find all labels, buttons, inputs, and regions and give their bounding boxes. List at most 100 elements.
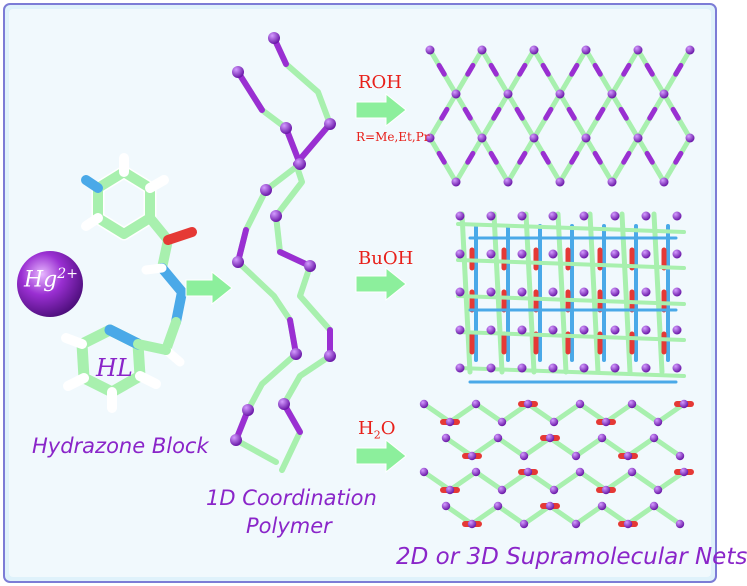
net-metal-node bbox=[601, 417, 611, 427]
ligand-molecule bbox=[61, 153, 197, 413]
net-metal-node bbox=[679, 399, 689, 409]
lower-pyridine-ring bbox=[61, 324, 171, 413]
net-bond bbox=[456, 258, 686, 270]
net-metal-node bbox=[477, 45, 487, 55]
net-metal-node bbox=[610, 287, 620, 297]
net-metal-node bbox=[451, 177, 461, 187]
net-metal-node bbox=[517, 211, 527, 221]
net-metal-node bbox=[610, 249, 620, 259]
net-bond bbox=[647, 106, 658, 121]
hg-symbol: Hg bbox=[24, 267, 58, 293]
net-bond bbox=[673, 62, 684, 77]
net-metal-node bbox=[627, 467, 637, 477]
net-metal-node bbox=[445, 485, 455, 495]
net-metal-node bbox=[467, 451, 477, 461]
net-metal-node bbox=[649, 433, 659, 443]
net-bond bbox=[517, 62, 528, 77]
net-bond bbox=[540, 62, 551, 77]
net-metal-node bbox=[497, 485, 507, 495]
net-bond bbox=[551, 401, 583, 425]
net-bond bbox=[573, 503, 605, 527]
net-metal-node bbox=[471, 399, 481, 409]
net-metal-node bbox=[623, 519, 633, 529]
net-bond bbox=[569, 150, 580, 165]
net-metal-node bbox=[555, 177, 565, 187]
net-metal-node bbox=[549, 417, 559, 427]
net-metal-node bbox=[519, 519, 529, 529]
net-metal-node bbox=[517, 325, 527, 335]
net-metal-node bbox=[549, 485, 559, 495]
net-metal-node bbox=[633, 45, 643, 55]
net-metal-node bbox=[451, 89, 461, 99]
net-metal-node bbox=[597, 433, 607, 443]
net-metal-node bbox=[545, 501, 555, 511]
net-metal-node bbox=[445, 417, 455, 427]
net-metal-node bbox=[497, 417, 507, 427]
net-metal-node bbox=[649, 501, 659, 511]
polymer-caption-line2: Polymer bbox=[246, 514, 332, 538]
net-bond bbox=[473, 469, 505, 493]
net-metal-node bbox=[597, 501, 607, 511]
polymer-caption-line1: 1D Coordination bbox=[206, 486, 377, 510]
roh-condition: R=Me,Et,Pr bbox=[356, 130, 430, 144]
net-bond bbox=[673, 150, 684, 165]
ligand-caption: Hydrazone Block bbox=[32, 434, 209, 458]
net-metal-node bbox=[581, 133, 591, 143]
net-bond bbox=[592, 150, 603, 165]
net-bond bbox=[651, 435, 683, 459]
net-bond bbox=[651, 503, 683, 527]
net-bond bbox=[436, 62, 447, 77]
net-metal-node bbox=[579, 249, 589, 259]
net-bond bbox=[456, 294, 686, 306]
net-metal-node bbox=[548, 249, 558, 259]
net-bond bbox=[462, 106, 473, 121]
net-metal-node bbox=[455, 211, 465, 221]
net-metal-node bbox=[517, 249, 527, 259]
net-bond bbox=[629, 469, 661, 493]
net-metal-node bbox=[455, 363, 465, 373]
net-metal-node bbox=[486, 363, 496, 373]
polymer-metal-nodes bbox=[230, 32, 336, 446]
net-metal-node bbox=[579, 363, 589, 373]
nets-caption: 2D or 3D Supramolecular Nets bbox=[396, 544, 747, 570]
net-metal-node bbox=[641, 325, 651, 335]
net-metal-node bbox=[607, 89, 617, 99]
net-metal-node bbox=[627, 399, 637, 409]
net-metal-node bbox=[653, 485, 663, 495]
net-bond bbox=[465, 62, 476, 77]
net-roh bbox=[425, 45, 695, 187]
hg-charge: 2+ bbox=[57, 266, 78, 282]
net-metal-node bbox=[610, 363, 620, 373]
net-bond bbox=[573, 435, 605, 459]
arrow-to-polymer bbox=[185, 270, 233, 306]
net-bond bbox=[595, 106, 606, 121]
net-bond bbox=[629, 401, 661, 425]
net-metal-node bbox=[659, 177, 669, 187]
net-metal-node bbox=[425, 45, 435, 55]
net-metal-node bbox=[633, 133, 643, 143]
net-metal-node bbox=[517, 363, 527, 373]
net-bond bbox=[459, 211, 473, 375]
net-metal-node bbox=[610, 211, 620, 221]
net-metal-node bbox=[685, 45, 695, 55]
net-metal-node bbox=[641, 363, 651, 373]
hg-ion-sphere bbox=[17, 251, 83, 317]
net-metal-node bbox=[579, 211, 589, 221]
hg-ion-label: Hg2+ bbox=[24, 266, 78, 292]
net-bond bbox=[651, 211, 665, 375]
net-metal-node bbox=[579, 325, 589, 335]
net-metal-node bbox=[419, 467, 429, 477]
net-bond bbox=[439, 106, 450, 121]
net-metal-node bbox=[548, 325, 558, 335]
net-metal-node bbox=[581, 45, 591, 55]
net-bond bbox=[495, 503, 527, 527]
net-metal-node bbox=[685, 133, 695, 143]
net-metal-node bbox=[441, 501, 451, 511]
net-metal-node bbox=[523, 467, 533, 477]
net-metal-node bbox=[486, 325, 496, 335]
net-metal-node bbox=[519, 451, 529, 461]
net-metal-node bbox=[477, 133, 487, 143]
net-metal-node bbox=[486, 287, 496, 297]
net-bond bbox=[569, 62, 580, 77]
net-bond bbox=[540, 150, 551, 165]
